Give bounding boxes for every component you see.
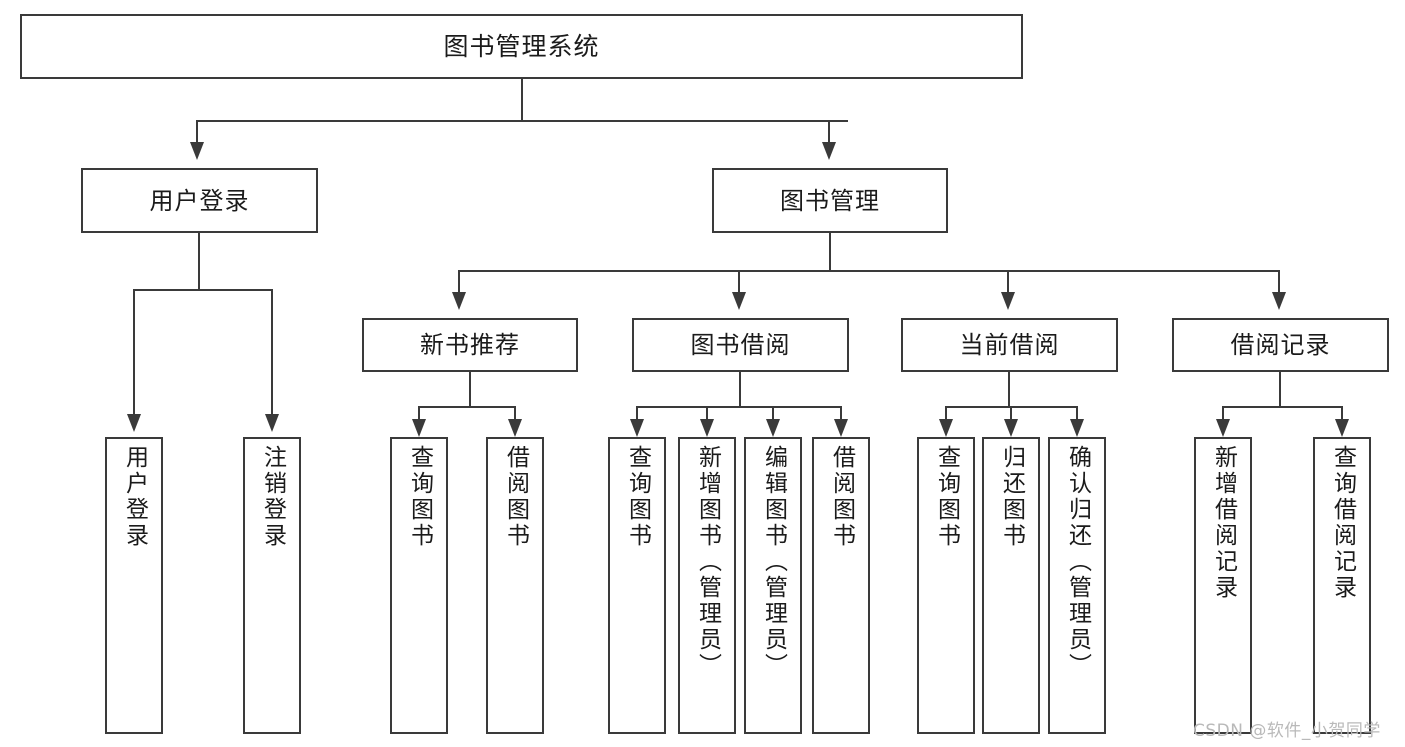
connector-drop-current-borrow	[1007, 270, 1009, 292]
arrow-to-borrow-record	[1272, 292, 1286, 310]
leaf-logout[interactable]: 注销登录	[243, 437, 301, 734]
arrow-to-current-borrow	[1001, 292, 1015, 310]
connector-drop-new-book	[458, 270, 460, 292]
connector-new-book-drop-2	[514, 406, 516, 419]
arrow-to-book-mgmt	[822, 142, 836, 160]
node-label: 图书借阅	[690, 331, 791, 359]
connector-bus-to-user-login	[196, 120, 198, 142]
node-label: 用户登录	[121, 445, 148, 549]
node-label: 图书管理	[780, 186, 880, 215]
connector-borrow-record-bus	[1222, 406, 1342, 408]
connector-user-login-right-drop	[271, 289, 273, 414]
connector-bb-drop-2	[706, 406, 708, 419]
node-label: 用户登录	[149, 186, 250, 215]
node-label: 归还图书	[998, 445, 1025, 549]
connector-book-mgmt-down	[829, 233, 831, 271]
node-label: 新增图书（管理员）	[694, 445, 721, 679]
leaf-borrow-query-book[interactable]: 查询图书	[608, 437, 666, 734]
connector-bus-to-book-mgmt	[828, 120, 830, 142]
connector-root-down	[521, 79, 523, 121]
node-book-management[interactable]: 图书管理	[712, 168, 948, 233]
connector-br-drop-2	[1341, 406, 1343, 419]
node-book-borrow[interactable]: 图书借阅	[632, 318, 849, 372]
arrow-to-leaf-br-2	[1335, 419, 1349, 437]
connector-book-borrow-down	[739, 372, 741, 407]
connector-new-book-bus	[418, 406, 516, 408]
arrow-to-leaf-nb-1	[412, 419, 426, 437]
connector-cb-drop-2	[1010, 406, 1012, 419]
arrow-to-new-book	[452, 292, 466, 310]
node-label: 查询图书	[406, 445, 433, 549]
connector-new-book-drop-1	[418, 406, 420, 419]
node-current-borrow[interactable]: 当前借阅	[901, 318, 1118, 372]
arrow-to-user-login	[190, 142, 204, 160]
arrow-to-leaf-br-1	[1216, 419, 1230, 437]
node-label: 图书管理系统	[443, 31, 600, 61]
connector-bb-drop-4	[840, 406, 842, 419]
node-label: 编辑图书（管理员）	[760, 445, 787, 679]
arrow-to-leaf-cb-3	[1070, 419, 1084, 437]
arrow-to-leaf-bb-2	[700, 419, 714, 437]
leaf-borrow-edit-book[interactable]: 编辑图书（管理员）	[744, 437, 802, 734]
connector-user-login-down	[198, 233, 200, 290]
leaf-borrow-add-book[interactable]: 新增图书（管理员）	[678, 437, 736, 734]
leaf-user-login[interactable]: 用户登录	[105, 437, 163, 734]
node-label: 新增借阅记录	[1210, 445, 1237, 601]
connector-new-book-down	[469, 372, 471, 407]
connector-user-login-left-drop	[133, 289, 135, 414]
connector-root-bus	[196, 120, 848, 122]
node-user-login[interactable]: 用户登录	[81, 168, 318, 233]
node-label: 确认归还（管理员）	[1064, 445, 1091, 679]
node-label: 查询借阅记录	[1329, 445, 1356, 601]
leaf-current-confirm-return[interactable]: 确认归还（管理员）	[1048, 437, 1106, 734]
node-label: 当前借阅	[959, 331, 1060, 359]
node-label: 查询图书	[933, 445, 960, 549]
leaf-record-add[interactable]: 新增借阅记录	[1194, 437, 1252, 734]
leaf-new-book-borrow[interactable]: 借阅图书	[486, 437, 544, 734]
leaf-record-query[interactable]: 查询借阅记录	[1313, 437, 1371, 734]
connector-user-login-bus	[133, 289, 272, 291]
arrow-to-leaf-user-login	[127, 414, 141, 432]
node-label: 借阅图书	[828, 445, 855, 549]
connector-book-mgmt-bus	[458, 270, 1280, 272]
connector-br-drop-1	[1222, 406, 1224, 419]
arrow-to-leaf-logout	[265, 414, 279, 432]
connector-borrow-record-down	[1279, 372, 1281, 407]
arrow-to-book-borrow	[732, 292, 746, 310]
arrow-to-leaf-nb-2	[508, 419, 522, 437]
leaf-borrow-borrow-book[interactable]: 借阅图书	[812, 437, 870, 734]
leaf-current-query-book[interactable]: 查询图书	[917, 437, 975, 734]
node-new-book-recommend[interactable]: 新书推荐	[362, 318, 578, 372]
connector-bb-drop-3	[772, 406, 774, 419]
connector-drop-book-borrow	[738, 270, 740, 292]
node-label: 新书推荐	[420, 331, 520, 359]
connector-book-borrow-bus	[636, 406, 842, 408]
arrow-to-leaf-cb-1	[939, 419, 953, 437]
arrow-to-leaf-bb-3	[766, 419, 780, 437]
connector-drop-borrow-record	[1278, 270, 1280, 292]
leaf-new-book-query[interactable]: 查询图书	[390, 437, 448, 734]
connector-current-borrow-down	[1008, 372, 1010, 407]
csdn-watermark: CSDN @软件_小贺同学	[1193, 721, 1381, 741]
node-borrow-record[interactable]: 借阅记录	[1172, 318, 1389, 372]
node-label: 查询图书	[624, 445, 651, 549]
connector-cb-drop-3	[1076, 406, 1078, 419]
arrow-to-leaf-bb-4	[834, 419, 848, 437]
connector-bb-drop-1	[636, 406, 638, 419]
arrow-to-leaf-bb-1	[630, 419, 644, 437]
arrow-to-leaf-cb-2	[1004, 419, 1018, 437]
leaf-current-return-book[interactable]: 归还图书	[982, 437, 1040, 734]
node-label: 注销登录	[259, 445, 286, 549]
node-label: 借阅记录	[1230, 331, 1331, 359]
node-label: 借阅图书	[502, 445, 529, 549]
node-root-book-management-system[interactable]: 图书管理系统	[20, 14, 1023, 79]
connector-cb-drop-1	[945, 406, 947, 419]
